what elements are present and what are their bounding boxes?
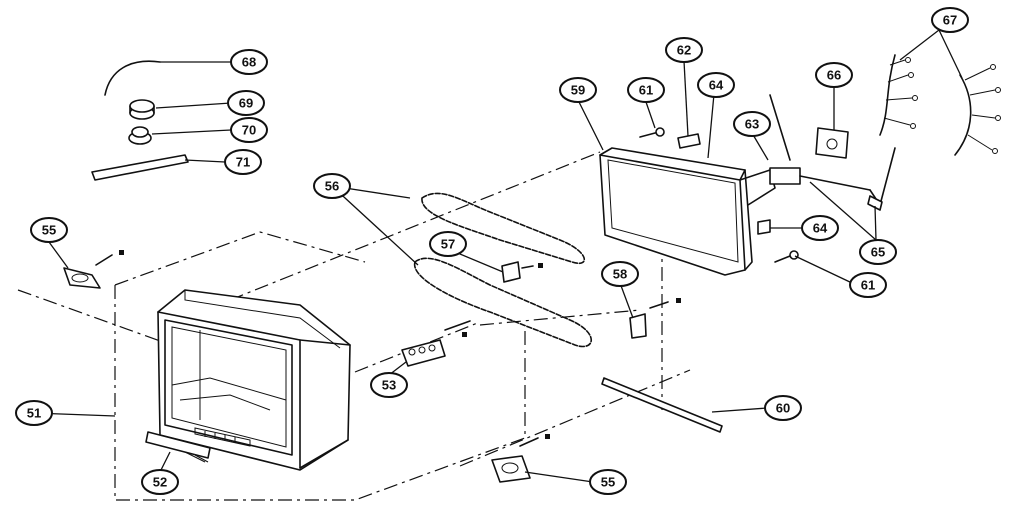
small-plate <box>757 219 771 235</box>
svg-text:61: 61 <box>861 278 875 293</box>
svg-text:65: 65 <box>871 245 885 260</box>
callout-52: 52 <box>141 469 179 495</box>
svg-text:59: 59 <box>571 83 585 98</box>
leader-lines <box>33 29 963 483</box>
svg-text:64: 64 <box>813 221 828 236</box>
support-clip <box>629 298 681 339</box>
svg-text:56: 56 <box>325 179 339 194</box>
callout-57: 57 <box>429 231 467 257</box>
picture-tube <box>599 94 896 276</box>
callout-63: 63 <box>733 111 771 137</box>
assembly-lines <box>17 151 691 501</box>
svg-text:55: 55 <box>42 223 56 238</box>
callout-59: 59 <box>559 77 597 103</box>
svg-text:51: 51 <box>27 406 41 421</box>
bracket-right <box>491 434 550 483</box>
screw-lower <box>774 250 799 263</box>
svg-text:69: 69 <box>239 96 253 111</box>
callout-62: 62 <box>665 37 703 63</box>
callout-67: 67 <box>931 7 969 33</box>
svg-text:67: 67 <box>943 13 957 28</box>
svg-text:68: 68 <box>242 55 256 70</box>
callout-53: 53 <box>370 372 408 398</box>
control-panel-strip <box>145 431 211 463</box>
callout-51: 51 <box>15 400 53 426</box>
callout-70: 70 <box>230 117 268 143</box>
knob-part <box>128 126 152 145</box>
svg-text:57: 57 <box>441 237 455 252</box>
svg-text:70: 70 <box>242 123 256 138</box>
svg-text:52: 52 <box>153 475 167 490</box>
callout-55-right: 55 <box>589 469 627 495</box>
terminal-block <box>401 320 471 367</box>
callout-66: 66 <box>815 62 853 88</box>
svg-text:55: 55 <box>601 475 615 490</box>
mounting-strip <box>601 377 723 433</box>
cap-part <box>129 99 155 120</box>
svg-text:62: 62 <box>677 43 691 58</box>
callout-61-upper: 61 <box>627 77 665 103</box>
wire-harness-left <box>879 54 918 136</box>
callout-64-upper: 64 <box>697 72 735 98</box>
degauss-coil-lower <box>414 257 592 348</box>
callout-71: 71 <box>224 149 262 175</box>
callout-55-left: 55 <box>30 217 68 243</box>
callout-68: 68 <box>230 49 268 75</box>
svg-text:53: 53 <box>382 378 396 393</box>
svg-text:66: 66 <box>827 68 841 83</box>
callout-58: 58 <box>601 261 639 287</box>
tube-bracket <box>677 133 701 149</box>
callout-60: 60 <box>764 395 802 421</box>
svg-text:63: 63 <box>745 117 759 132</box>
callout-65: 65 <box>859 239 897 265</box>
bracket-left <box>63 250 124 289</box>
callout-64-lower: 64 <box>801 215 839 241</box>
svg-text:71: 71 <box>236 155 250 170</box>
svg-text:60: 60 <box>776 401 790 416</box>
svg-text:64: 64 <box>709 78 724 93</box>
socket-board <box>815 127 849 159</box>
svg-text:61: 61 <box>639 83 653 98</box>
strip-part <box>91 154 189 181</box>
wire-harness-right <box>954 64 1001 156</box>
degauss-coil-upper <box>421 192 586 265</box>
screw-upper <box>639 127 665 138</box>
callout-61-lower: 61 <box>849 272 887 298</box>
callout-56: 56 <box>313 173 351 199</box>
svg-text:58: 58 <box>613 267 627 282</box>
coil-clip <box>501 261 543 283</box>
callout-69: 69 <box>227 90 265 116</box>
cable-part <box>104 60 161 96</box>
